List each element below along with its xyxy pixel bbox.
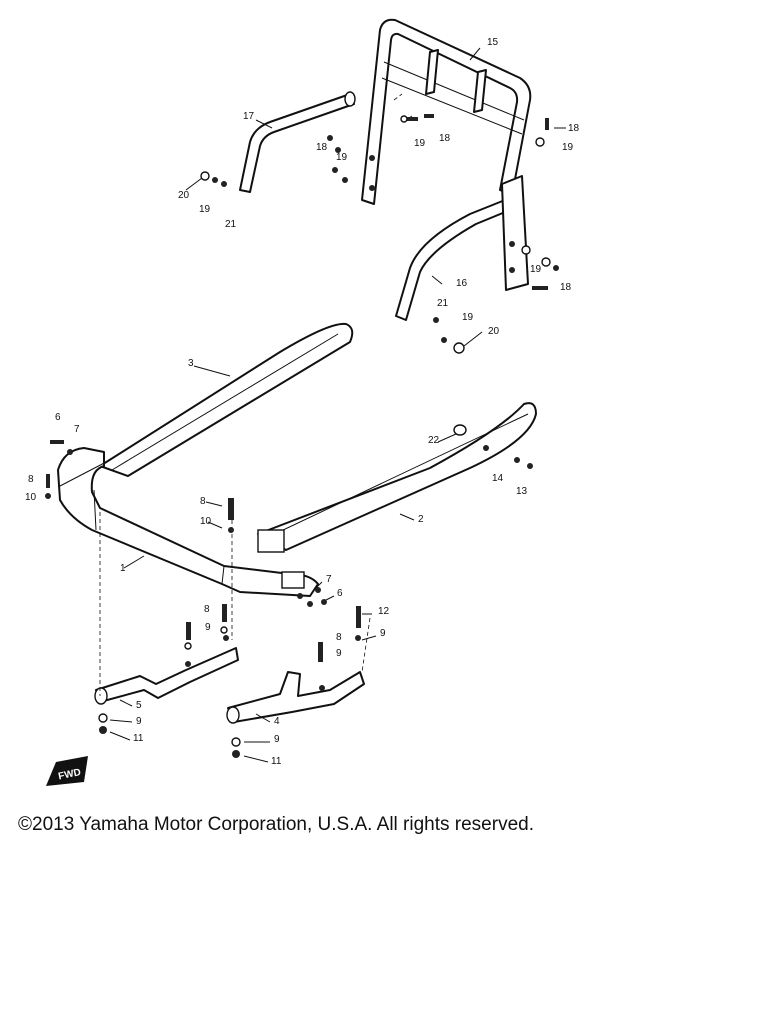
part-label-p18d: 18 [560,282,572,293]
part-label-p8c: 8 [204,604,210,615]
part-label-p9a: 9 [205,622,211,633]
part-label-p19b: 19 [562,142,574,153]
part-label-p17: 17 [243,111,255,122]
part-label-p10b: 10 [200,516,212,527]
part-label-p13: 13 [516,486,528,497]
hardware [45,114,559,758]
side-rail-3 [99,322,354,477]
part-label-p19f: 19 [462,312,474,323]
part-label-p11a: 11 [133,733,144,744]
part-label-p9c: 9 [336,648,342,659]
part-label-p19c: 19 [336,152,348,163]
part-label-p18c: 18 [316,142,328,153]
fwd-label: FWD [57,767,82,782]
part-label-p7a: 7 [74,424,80,435]
part-label-p19d: 19 [199,204,211,215]
fwd-arrow-icon: FWD [46,756,88,786]
part-label-p16: 16 [456,278,468,289]
part-label-p12: 12 [378,606,390,617]
part-label-p10a: 10 [25,492,37,503]
part-label-p9e: 9 [274,734,280,745]
part-label-p4: 4 [274,716,280,727]
left-stay-17 [239,91,356,193]
part-label-p9b: 9 [380,628,386,639]
part-label-p15: 15 [487,37,499,48]
parts-exploded-diagram: FWD 151718191819181920192116191821192036… [25,18,580,786]
part-label-p6a: 6 [55,412,61,423]
part-label-p8a: 8 [28,474,34,485]
leader-lines [109,47,566,763]
part-label-p3: 3 [188,358,194,369]
part-number-labels: 1517181918191819201921161918211920367228… [25,37,580,767]
right-stay-16 [395,175,529,321]
lower-bracket-5 [94,647,239,705]
part-label-p14: 14 [492,473,504,484]
part-label-p8d: 8 [336,632,342,643]
assembly-lines [59,93,413,696]
part-label-p18b: 18 [568,123,580,134]
part-label-p21a: 21 [225,219,237,230]
part-label-p21b: 21 [437,298,449,309]
part-label-p5: 5 [136,700,142,711]
part-label-p19a: 19 [414,138,426,149]
part-label-p20a: 20 [178,190,190,201]
part-label-p2: 2 [418,514,424,525]
rear-frame-15 [361,18,532,205]
part-label-p18a: 18 [439,133,451,144]
part-label-p22: 22 [428,435,440,446]
copyright-notice: ©2013 Yamaha Motor Corporation, U.S.A. A… [18,814,534,835]
part-label-p6b: 6 [337,588,343,599]
part-label-p8b: 8 [200,496,206,507]
main-bumper-1 [57,447,319,597]
lower-bracket-4 [226,671,365,724]
part-label-p7b: 7 [326,574,332,585]
bumper-rail-2 [257,402,537,553]
part-label-p19e: 19 [530,264,542,275]
part-label-p20b: 20 [488,326,500,337]
part-label-p9d: 9 [136,716,142,727]
part-label-p11b: 11 [271,756,282,767]
part-label-p1: 1 [120,563,126,574]
